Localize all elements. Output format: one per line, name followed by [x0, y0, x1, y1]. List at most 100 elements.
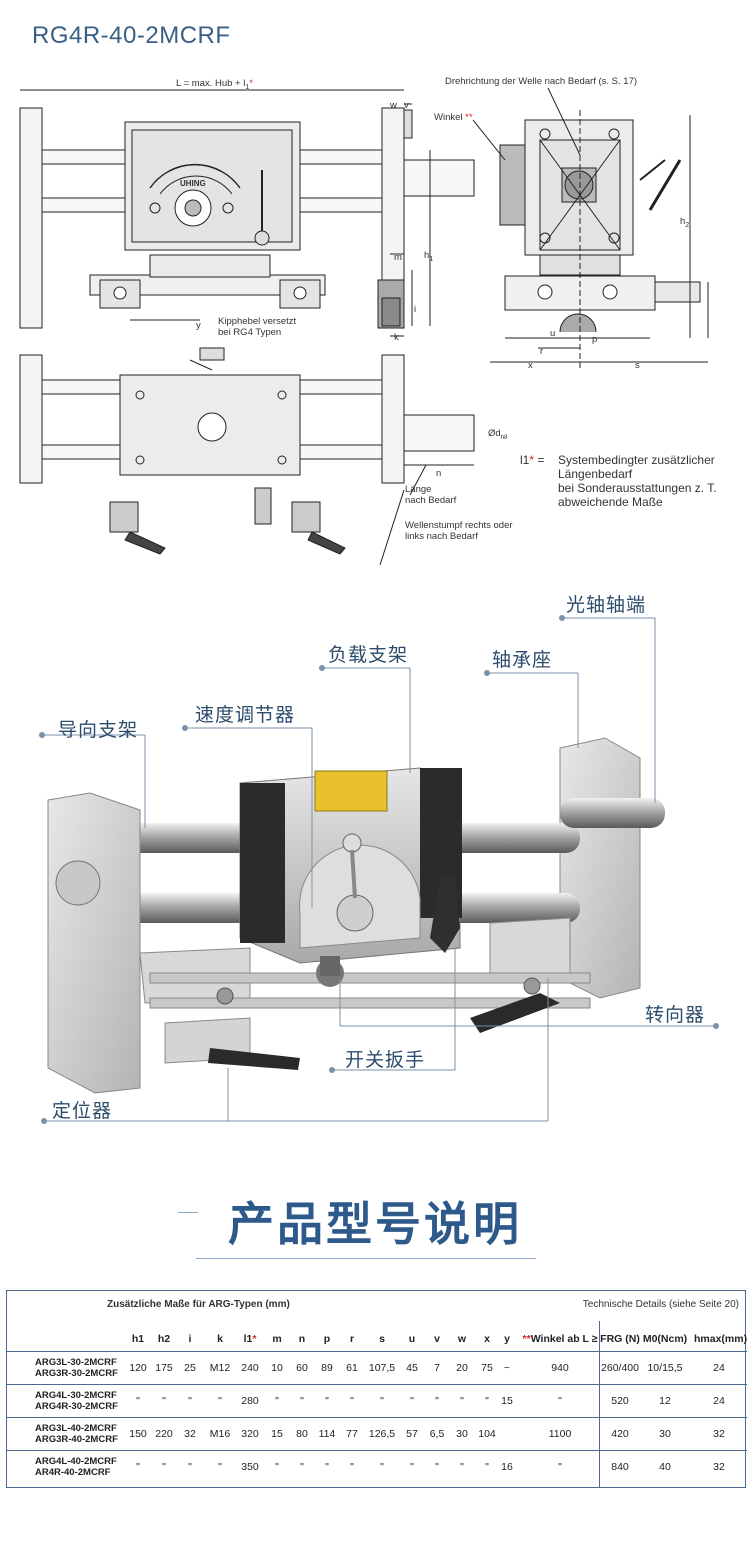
- table-cell: 15: [501, 1395, 513, 1407]
- table-cell: 89: [321, 1362, 333, 1374]
- column-header: v: [434, 1333, 440, 1345]
- column-header: p: [323, 1333, 331, 1345]
- callout-shaft-end: 光轴轴端: [566, 595, 647, 616]
- callout-switch-lever: 开关扳手: [345, 1050, 426, 1071]
- table-cell: 10: [271, 1362, 283, 1374]
- table-cell: ": [558, 1395, 562, 1407]
- column-header: x: [484, 1333, 490, 1345]
- product-photo: 导向支架 速度调节器 负载支架 轴承座 光轴轴端 转向器 开关扳手 定位器: [0, 578, 750, 1143]
- column-header: h2: [157, 1333, 171, 1345]
- table-cell: 240: [241, 1362, 259, 1374]
- table-cell: ": [350, 1461, 354, 1473]
- column-header: k: [217, 1333, 223, 1345]
- table-cell: ": [350, 1395, 354, 1407]
- table-cell: 940: [551, 1362, 569, 1374]
- table-cell: ": [380, 1461, 384, 1473]
- technical-drawing: L = max. Hub + l1* w v m i k h1 y Kipphe…: [0, 70, 750, 570]
- table-cell: ": [136, 1395, 140, 1407]
- page-title: RG4R-40-2MCRF: [32, 22, 231, 49]
- table-cell: 40: [659, 1461, 671, 1473]
- column-header: h1: [131, 1333, 145, 1345]
- table-cell: 15: [271, 1428, 283, 1440]
- dim-i-label: i: [414, 304, 417, 315]
- dim-u-label: u: [550, 328, 556, 339]
- column-header: y: [504, 1333, 510, 1345]
- column-header: s: [379, 1333, 385, 1345]
- table-cell: 77: [346, 1428, 358, 1440]
- table-row-divider: [7, 1384, 747, 1385]
- specs-table: Zusätzliche Maße für ARG-Typen (mm) Tech…: [6, 1290, 747, 1488]
- column-header: l1*: [243, 1333, 257, 1345]
- table-cell: 32: [184, 1428, 196, 1440]
- table-cell: ": [325, 1461, 329, 1473]
- column-header: w: [457, 1333, 467, 1345]
- table-header-left: Zusätzliche Maße für ARG-Typen (mm): [107, 1299, 290, 1310]
- table-cell: 30: [659, 1428, 671, 1440]
- table-cell: 420: [611, 1428, 629, 1440]
- heading-underline: [196, 1258, 536, 1259]
- table-cell: 260/400: [601, 1362, 639, 1374]
- winkel-note: Winkel **: [434, 112, 473, 123]
- column-header: u: [408, 1333, 416, 1345]
- footnote-symbol: l1* =: [520, 453, 545, 467]
- column-header: r: [349, 1333, 355, 1345]
- section-heading: 产品型号说明: [228, 1197, 522, 1251]
- table-cell: 320: [241, 1428, 259, 1440]
- column-header: FRG (N): [600, 1333, 640, 1345]
- table-cell: ": [460, 1395, 464, 1407]
- table-row-divider: [7, 1450, 747, 1451]
- callout-positioner: 定位器: [52, 1101, 113, 1122]
- product-illustration: [39, 615, 719, 1124]
- dim-L-label: L = max. Hub + l1*: [176, 78, 253, 91]
- table-cell: 16: [501, 1461, 513, 1473]
- table-cell: 220: [155, 1428, 173, 1440]
- table-cell: 280: [241, 1395, 259, 1407]
- column-header: M0(Ncm): [642, 1333, 688, 1345]
- laenge-note: Länge nach Bedarf: [405, 484, 457, 506]
- table-cell: ": [188, 1395, 192, 1407]
- table-cell: ": [410, 1461, 414, 1473]
- table-cell: ": [460, 1461, 464, 1473]
- table-cell: ": [300, 1461, 304, 1473]
- table-cell: 10/15,5: [647, 1362, 683, 1374]
- dim-s-label: s: [635, 360, 640, 371]
- table-cell: 12: [659, 1395, 671, 1407]
- table-cell: 107,5: [368, 1362, 396, 1374]
- dial-brand-label: UHING: [180, 179, 206, 188]
- heading-rule-left: [178, 1212, 198, 1213]
- callout-bearing-seat: 轴承座: [492, 650, 553, 671]
- table-cell: ": [410, 1395, 414, 1407]
- table-cell: 1100: [548, 1428, 572, 1440]
- table-cell: 150: [129, 1428, 147, 1440]
- table-cell: ": [485, 1461, 489, 1473]
- callout-speed-regulator: 速度调节器: [195, 705, 296, 726]
- table-cell: ": [162, 1395, 166, 1407]
- table-cell: 80: [296, 1428, 308, 1440]
- table-cell: 32: [713, 1461, 725, 1473]
- kipphebel-note: Kipphebel versetzt bei RG4 Typen: [218, 316, 297, 338]
- table-cell: 7: [434, 1362, 440, 1374]
- table-cell: ": [275, 1395, 279, 1407]
- column-header: n: [298, 1333, 306, 1345]
- table-row-divider: [7, 1417, 747, 1418]
- table-cell: 350: [241, 1461, 259, 1473]
- table-cell: M16: [209, 1428, 231, 1440]
- dim-n-label: n: [436, 468, 442, 479]
- table-cell: ": [136, 1461, 140, 1473]
- table-cell: 126,5: [368, 1428, 396, 1440]
- dim-r-label: r: [540, 346, 544, 357]
- table-cell: ": [188, 1461, 192, 1473]
- table-cell: ~: [503, 1362, 511, 1374]
- table-cell: 61: [346, 1362, 358, 1374]
- callout-reverser: 转向器: [645, 1005, 706, 1026]
- table-cell: 6,5: [429, 1428, 445, 1440]
- table-cell: 175: [155, 1362, 173, 1374]
- table-cell: ": [485, 1395, 489, 1407]
- table-cell: 57: [406, 1428, 418, 1440]
- table-cell: 75: [481, 1362, 493, 1374]
- table-header-right: Technische Details (siehe Seite 20): [582, 1299, 739, 1310]
- table-cell: 32: [713, 1428, 725, 1440]
